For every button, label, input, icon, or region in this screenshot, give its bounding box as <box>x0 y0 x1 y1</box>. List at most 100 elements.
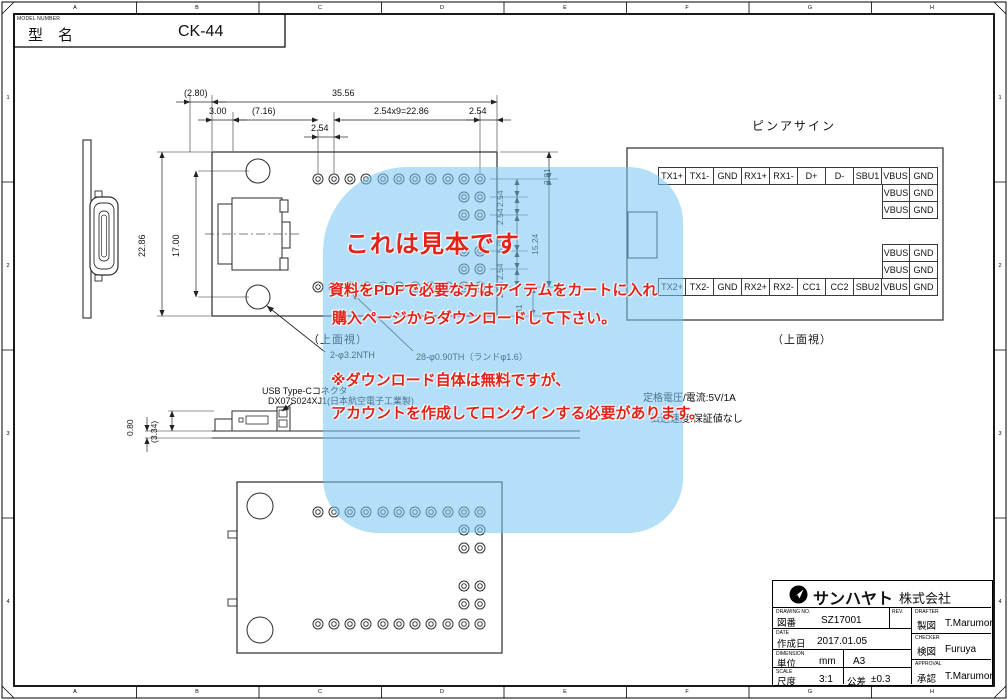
pin-row-vg1: VBUS GND <box>882 184 938 202</box>
pin-cell: VBUS <box>882 278 910 296</box>
zone-col-g-bottom: G <box>807 689 813 695</box>
pin-cell: VBUS <box>882 184 910 202</box>
tb-line <box>889 607 890 628</box>
pin-cell: VBUS <box>882 261 910 279</box>
model-name-label: 型 名 <box>28 27 74 44</box>
zone-col-f: F <box>685 5 689 11</box>
tolerance-label: 公差 <box>847 677 867 688</box>
dim-board-height: 22.86 <box>137 234 147 257</box>
pin-row-vg3: VBUS GND <box>882 244 938 262</box>
scale-caption: SCALE <box>776 669 793 675</box>
sheet-size: A3 <box>853 656 866 667</box>
tb-line <box>911 607 912 684</box>
pin-assign-title: ピンアサイン <box>752 119 837 133</box>
zone-col-d: D <box>440 5 444 11</box>
watermark-line-4: アカウントを作成してロングインする必要があります。 <box>331 405 705 422</box>
date-value: 2017.01.05 <box>817 636 868 647</box>
pin-cell: CC1 <box>798 278 826 296</box>
pin-table-caption: （上面視） <box>772 334 832 346</box>
tb-line <box>773 667 911 668</box>
pin-cell: SBU1 <box>854 167 882 185</box>
unit-value: mm <box>819 656 836 667</box>
date-label: 作成日 <box>777 639 806 650</box>
dim-board-thickness: 0.80 <box>125 419 135 436</box>
connector-name-line1: USB Type-Cコネクタ <box>262 386 348 396</box>
approval-label: 承認 <box>917 674 937 685</box>
pin-cell: RX1- <box>770 167 798 185</box>
zone-col-g: G <box>807 5 813 11</box>
pin-cell: RX2- <box>770 278 798 296</box>
top-view-caption: （上面視） <box>308 334 368 346</box>
title-block: サンハヤト 株式会社 DRAWING NO. 図番 SZ17001 REV. D… <box>772 580 996 688</box>
pin-cell: TX1- <box>686 167 714 185</box>
unit-label: 単位 <box>777 659 797 670</box>
watermark-title: これは見本です <box>345 231 520 258</box>
approval-value: T.Marumori <box>945 671 996 682</box>
tb-line <box>911 633 991 634</box>
pin-cell: GND <box>714 167 742 185</box>
zone-col-c-bottom: C <box>318 689 322 695</box>
zone-row-2-right: 2 <box>998 263 1002 269</box>
drawing-no-label: 図番 <box>777 618 797 629</box>
dimension-caption: DIMENSION <box>776 651 805 657</box>
scale-label: 尺度 <box>777 677 797 688</box>
pin-row-vg4: VBUS GND <box>882 261 938 279</box>
company-logo-icon <box>789 585 808 604</box>
dim-row-pitch: 2.54x9=22.86 <box>374 106 429 116</box>
dim-connector-height: (3.34) <box>149 420 159 443</box>
pin-row-vg2: VBUS GND <box>882 201 938 219</box>
dim-right-254: 2.54 <box>469 106 487 116</box>
pin-cell: CC2 <box>826 278 854 296</box>
zone-col-b: B <box>195 5 199 11</box>
tb-line <box>773 607 991 608</box>
drafter-caption: DRAFTER <box>915 609 939 615</box>
watermark-line-2: 購入ページからダウンロードして下さい。 <box>332 310 617 327</box>
checker-label: 検図 <box>917 647 937 658</box>
zone-row-3: 3 <box>6 431 10 437</box>
watermark-line-1: 資料をPDFで必要な方はアイテムをカートに入れ <box>329 282 658 299</box>
drafter-label: 製図 <box>917 621 937 632</box>
pin-cell: TX2+ <box>658 278 686 296</box>
pin-cell: GND <box>910 184 938 202</box>
mount-hole-label: 2-φ3.2NTH <box>330 350 375 360</box>
drawing-no-value: SZ17001 <box>821 615 862 626</box>
pin-cell: GND <box>910 261 938 279</box>
speed-note: 伝送速度:保証値なし <box>650 414 743 425</box>
rev-caption: REV. <box>892 609 904 615</box>
tb-line <box>843 649 844 684</box>
company-suffix: 株式会社 <box>899 591 952 606</box>
pin-cell: VBUS <box>882 167 910 185</box>
pin-cell: VBUS <box>882 201 910 219</box>
zone-col-h-bottom: H <box>930 689 934 695</box>
zone-col-f-bottom: F <box>685 689 689 695</box>
pin-cell: GND <box>714 278 742 296</box>
zone-row-4: 4 <box>6 599 10 605</box>
zone-row-4-right: 4 <box>998 599 1002 605</box>
pin-cell: VBUS <box>882 244 910 262</box>
bottom-view-holes <box>312 506 486 630</box>
pin-cell: RX2+ <box>742 278 770 296</box>
pin-cell: D- <box>826 167 854 185</box>
dim-chain-2: 2.54 <box>495 208 505 225</box>
zone-col-b-bottom: B <box>195 689 199 695</box>
model-name-value: CK-44 <box>178 23 224 40</box>
dim-chain-1: 2.54 <box>495 190 505 207</box>
dim-chain-4: 2.54 <box>495 263 505 280</box>
scale-value: 3:1 <box>819 674 833 685</box>
tb-line <box>911 659 991 660</box>
date-caption: DATE <box>776 630 789 636</box>
dim-overall-width: 35.56 <box>332 88 355 98</box>
pin-cell: GND <box>910 167 938 185</box>
zone-col-e-bottom: E <box>563 689 567 695</box>
zone-row-1: 1 <box>6 95 10 101</box>
pin-cell: D+ <box>798 167 826 185</box>
through-hole-label: 28-φ0.90TH（ランドφ1.6） <box>416 352 528 362</box>
pin-cell: RX1+ <box>742 167 770 185</box>
dim-hole-span: 17.00 <box>171 234 181 257</box>
pin-cell: GND <box>910 201 938 219</box>
top-view <box>205 151 498 317</box>
zone-col-e: E <box>563 5 567 11</box>
dim-mid-254: 2.54 <box>311 123 329 133</box>
